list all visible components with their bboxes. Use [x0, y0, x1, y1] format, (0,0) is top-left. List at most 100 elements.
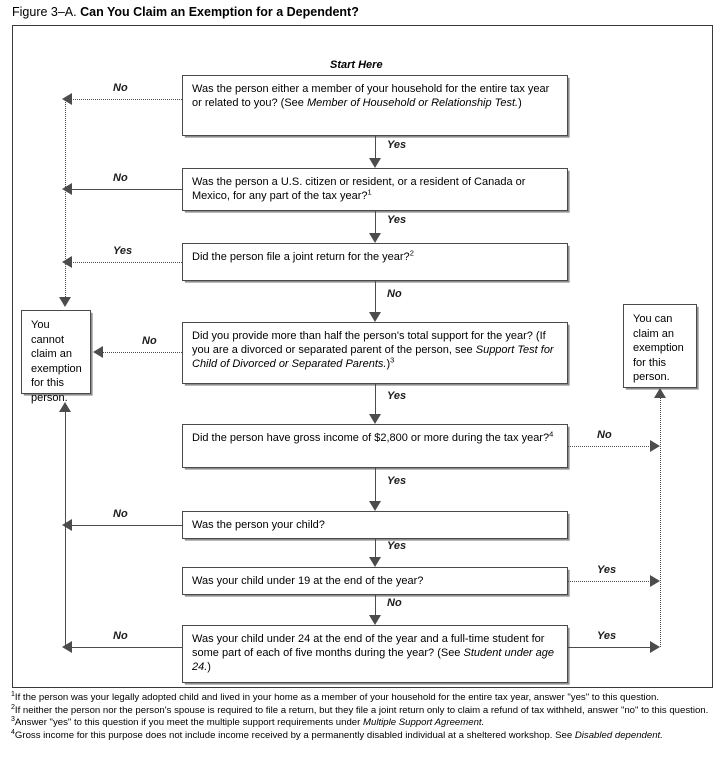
footnotes: 1If the person was your legally adopted …: [11, 690, 717, 743]
edge-label-q2-yes: Yes: [387, 214, 407, 226]
edge-q7-yes-line: [568, 581, 653, 582]
edge-label-q4-no: No: [142, 335, 157, 347]
footnote-3-marker: 3: [11, 716, 15, 724]
q1-text-b: ): [518, 97, 522, 110]
q3-text: Did the person file a joint return for t…: [192, 251, 410, 263]
edge-label-q2-no: No: [113, 172, 128, 184]
edge-q3-no-line: [375, 281, 376, 312]
edge-q7-no-arrow: [368, 615, 381, 625]
q4-italic: Support Test for Child of Divorced or Se…: [192, 344, 554, 371]
edge-label-q5-yes: Yes: [387, 475, 407, 487]
q7-text: Was your child under 19 at the end of th…: [192, 575, 424, 587]
edge-q1-no-line: [71, 99, 182, 100]
footnote-2-text: If neither the person nor the person's s…: [14, 704, 709, 716]
q4-text-a: Did you provide more than half the perso…: [192, 330, 546, 357]
q4-text-b: ): [386, 358, 391, 371]
page-title: Figure 3–A. Can You Claim an Exemption f…: [12, 4, 359, 20]
q5-footnote-ref: 4: [549, 429, 554, 439]
footnote-3-italic: Multiple Support Agreement.: [363, 717, 485, 729]
footnote-4-italic: Disabled dependent.: [574, 730, 663, 742]
question-box-joint-return[interactable]: Did the person file a joint return for t…: [182, 243, 568, 281]
question-box-gross-income[interactable]: Did the person have gross income of $2,8…: [182, 424, 568, 468]
edge-q3-no-arrow: [368, 312, 381, 322]
question-box-child-under-24-student[interactable]: Was your child under 24 at the end of th…: [182, 625, 568, 683]
q1-text-a: Was the person either a member of your h…: [192, 83, 550, 110]
cannot-claim-text: You cannot claim an exemption for this p…: [31, 319, 82, 404]
terminal-box-can-claim[interactable]: You can claim an exemption for this pers…: [623, 304, 697, 388]
q2-text: Was the person a U.S. citizen or residen…: [192, 176, 526, 203]
right-rail-arrow-into-can-claim: [653, 388, 666, 398]
footnote-4: 4Gross income for this purpose does not …: [11, 728, 717, 742]
q1-italic: Member of Household or Relationship Test…: [306, 97, 519, 110]
q4-footnote-ref: 3: [390, 355, 395, 365]
edge-q2-no-line: [71, 189, 182, 190]
edge-label-q1-no: No: [113, 82, 128, 94]
edge-q5-no-line: [568, 446, 653, 447]
edge-q5-yes-arrow: [368, 501, 381, 511]
edge-label-q3-no: No: [387, 288, 402, 300]
edge-q2-yes-arrow: [368, 233, 381, 243]
edge-q3-yes-arrow: [62, 255, 72, 268]
edge-q1-yes-line: [375, 136, 376, 158]
edge-q8-yes-arrow: [650, 640, 660, 653]
terminal-box-cannot-claim[interactable]: You cannot claim an exemption for this p…: [21, 310, 91, 404]
edge-label-q4-yes: Yes: [387, 390, 407, 402]
footnote-2: 2If neither the person nor the person's …: [11, 703, 717, 717]
q8-italic: Student under age 24.: [192, 647, 555, 674]
edge-q4-no-arrow: [93, 345, 103, 358]
edge-q5-no-arrow: [650, 439, 660, 452]
edge-q4-yes-line: [375, 384, 376, 414]
figure-label: Figure 3–A.: [12, 5, 77, 19]
question-box-citizen-or-resident[interactable]: Was the person a U.S. citizen or residen…: [182, 168, 568, 211]
edge-q1-no-arrow: [62, 92, 72, 105]
left-rail-lower-arrow-into-cannot-claim: [58, 402, 71, 412]
q3-footnote-ref: 2: [409, 248, 414, 258]
edge-q7-no-line: [375, 595, 376, 615]
start-here-label: Start Here: [330, 59, 383, 71]
right-rail-line: [660, 398, 661, 647]
edge-q1-yes-arrow: [368, 158, 381, 168]
edge-label-q6-no: No: [113, 508, 128, 520]
edge-label-q8-yes: Yes: [597, 630, 617, 642]
edge-q6-yes-arrow: [368, 557, 381, 567]
can-claim-text: You can claim an exemption for this pers…: [633, 313, 684, 384]
footnote-4-marker: 4: [11, 728, 15, 736]
question-box-was-person-your-child[interactable]: Was the person your child?: [182, 511, 568, 539]
edge-q8-no-arrow: [62, 640, 72, 653]
q2-footnote-ref: 1: [367, 187, 372, 197]
footnote-1-marker: 1: [11, 690, 15, 698]
q5-text: Did the person have gross income of $2,8…: [192, 432, 550, 444]
edge-label-q7-yes: Yes: [597, 564, 617, 576]
edge-q4-no-line: [103, 352, 182, 353]
left-rail-arrow-into-cannot-claim: [58, 297, 71, 307]
edge-q5-yes-line: [375, 468, 376, 501]
edge-q2-no-arrow: [62, 182, 72, 195]
edge-q8-no-line: [65, 647, 182, 648]
edge-q6-yes-line: [375, 539, 376, 557]
question-box-member-or-relationship[interactable]: Was the person either a member of your h…: [182, 75, 568, 136]
edge-q4-yes-arrow: [368, 414, 381, 424]
left-rail-upper-line: [65, 99, 66, 297]
question-box-child-under-19[interactable]: Was your child under 19 at the end of th…: [182, 567, 568, 595]
edge-q8-yes-line: [568, 647, 653, 648]
footnote-3: 3Answer "yes" to this question if you me…: [11, 716, 717, 729]
edge-q3-yes-line: [71, 262, 182, 263]
footnote-3-text: Answer "yes" to this question if you mee…: [14, 717, 364, 729]
footnote-2-marker: 2: [11, 703, 15, 711]
q8-text-a: Was your child under 24 at the end of th…: [192, 633, 545, 660]
edge-label-q8-no: No: [113, 630, 128, 642]
q8-text-b: ): [207, 661, 211, 674]
footnote-1: 1If the person was your legally adopted …: [11, 690, 717, 704]
question-box-support-test[interactable]: Did you provide more than half the perso…: [182, 322, 568, 384]
edge-q6-no-line: [65, 525, 182, 526]
edge-label-q7-no: No: [387, 597, 402, 609]
edge-label-q6-yes: Yes: [387, 540, 407, 552]
footnote-1-text: If the person was your legally adopted c…: [14, 692, 659, 703]
q6-text: Was the person your child?: [192, 519, 325, 531]
figure-title-text: Can You Claim an Exemption for a Depende…: [80, 5, 359, 19]
edge-label-q3-yes: Yes: [113, 245, 133, 257]
edge-label-q5-no: No: [597, 429, 612, 441]
edge-q2-yes-line: [375, 211, 376, 233]
edge-q6-no-arrow: [62, 518, 72, 531]
